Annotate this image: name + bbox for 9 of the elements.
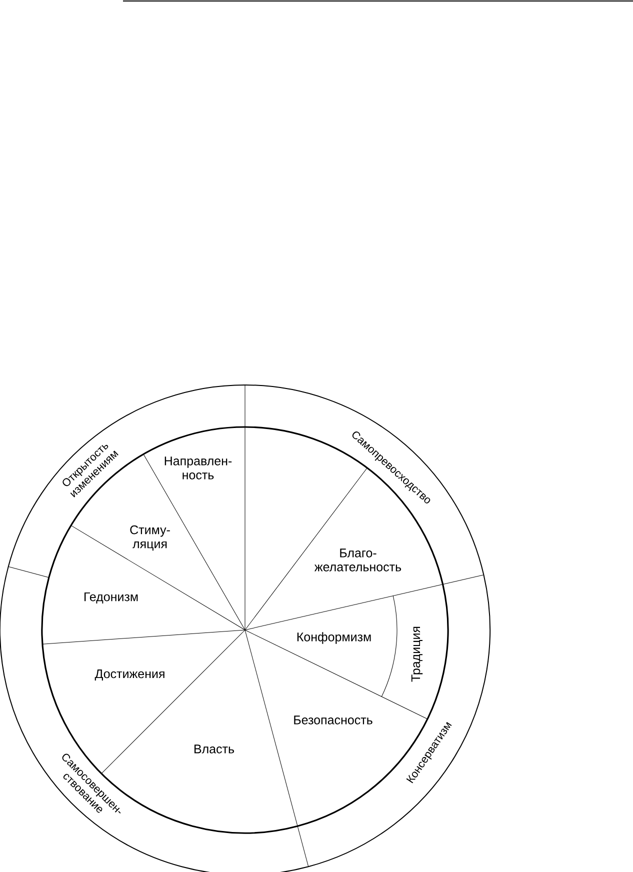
ring-label: Традиция <box>411 626 423 682</box>
sector-label: Безопасность <box>294 716 372 724</box>
sector-label: Гедонизм <box>84 592 138 604</box>
sector-label: Конформизм <box>297 632 371 644</box>
sector-label: Достижения <box>94 669 164 681</box>
sector-label: Благо- желательность <box>314 548 402 572</box>
sector-label: Стиму- ляция <box>130 525 170 551</box>
sector-label: Направлен- ность <box>164 456 232 480</box>
sector-label: Власть <box>194 744 234 754</box>
